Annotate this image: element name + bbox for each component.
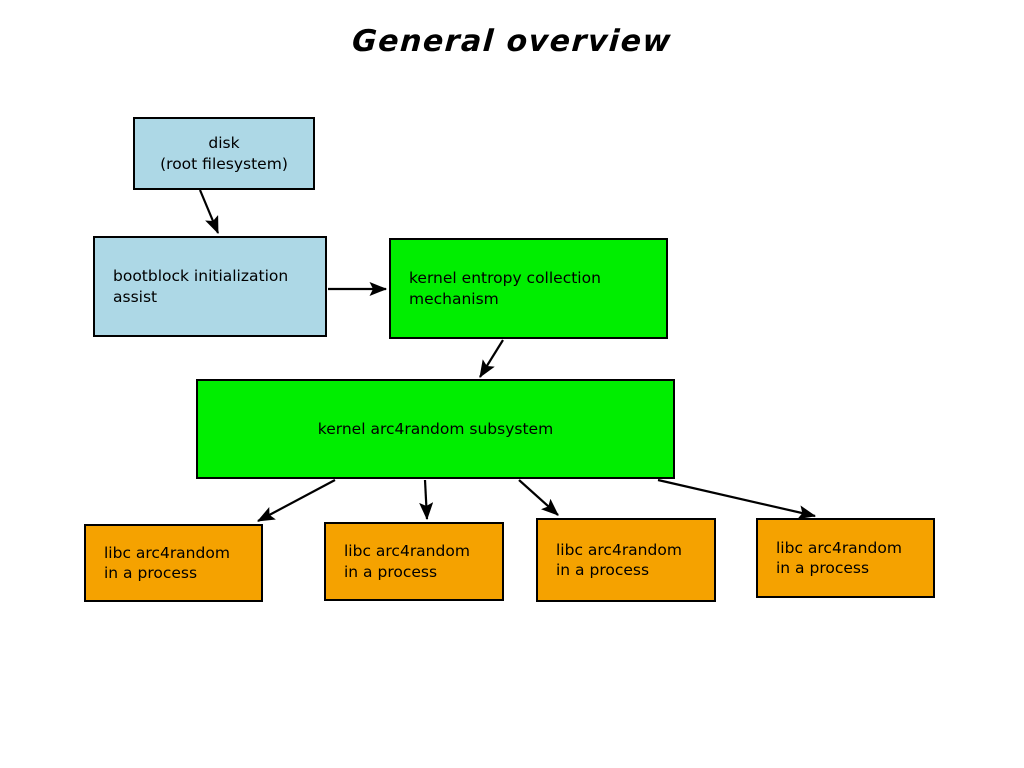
page-title: General overview [350, 24, 674, 59]
node-entropy[interactable]: kernel entropy collection mechanism [389, 238, 668, 339]
node-label-libc-3: libc arc4random in a process [556, 540, 682, 579]
node-libc-3[interactable]: libc arc4random in a process [536, 518, 716, 602]
node-label-libc-1: libc arc4random in a process [104, 543, 230, 582]
node-label-disk: disk (root filesystem) [160, 134, 288, 173]
edge-disk-to-bootblock [198, 189, 220, 235]
node-bootblock[interactable]: bootblock initialization assist [93, 236, 327, 337]
node-arc4random[interactable]: kernel arc4random subsystem [196, 379, 675, 479]
node-label-arc4random: kernel arc4random subsystem [317, 419, 554, 438]
node-label-libc-2: libc arc4random in a process [344, 542, 470, 581]
node-label-bootblock: bootblock initialization assist [113, 267, 289, 306]
edge-entropy-to-arc4 [479, 339, 504, 378]
edge-arc4-to-libc-3 [518, 479, 559, 516]
edge-arc4-to-libc-1 [257, 479, 336, 522]
edge-arc4-to-libc-4 [657, 478, 817, 520]
node-libc-2[interactable]: libc arc4random in a process [324, 522, 504, 601]
edge-arc4-to-libc-2 [419, 479, 434, 521]
node-libc-4[interactable]: libc arc4random in a process [756, 518, 935, 598]
node-libc-1[interactable]: libc arc4random in a process [84, 524, 263, 602]
node-label-entropy: kernel entropy collection mechanism [409, 269, 601, 308]
node-disk[interactable]: disk (root filesystem) [133, 117, 315, 190]
node-label-libc-4: libc arc4random in a process [776, 538, 902, 577]
